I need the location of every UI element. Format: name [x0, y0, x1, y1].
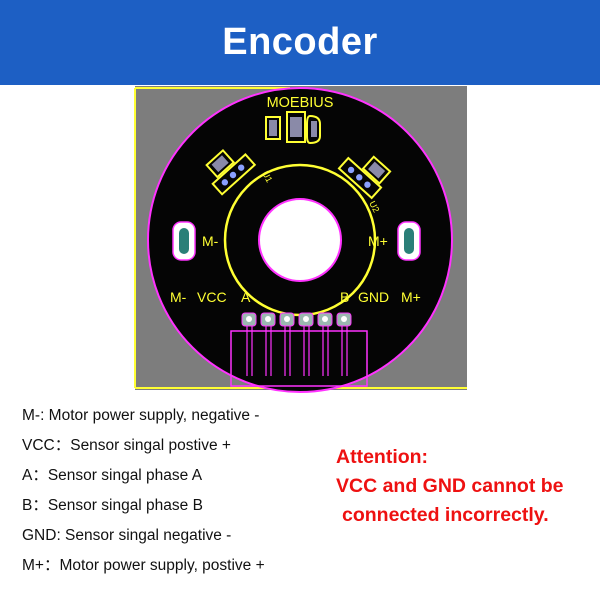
- pin-label-gnd: GND: [358, 289, 389, 305]
- legend-item-b: B：Sensor singal phase B: [22, 497, 203, 514]
- legend-item-gnd: GND: Sensor singal negative -: [22, 527, 232, 544]
- top-smd-component: [265, 111, 321, 145]
- motor-pos-label: M+: [368, 233, 388, 249]
- legend-item-a: A：Sensor singal phase A: [22, 467, 203, 484]
- connector-outline: [230, 330, 368, 387]
- pin-label-m-neg: M-: [170, 289, 187, 305]
- connector-pins: [241, 312, 352, 376]
- pin-label-vcc: VCC: [197, 289, 227, 305]
- u2-label: U2: [367, 199, 381, 214]
- u1-label: U1: [260, 169, 274, 184]
- center-hole: [258, 198, 342, 282]
- pin-label-m-pos: M+: [401, 289, 421, 305]
- attention-line-2: VCC and GND cannot be: [336, 475, 564, 497]
- title-banner: Encoder: [0, 0, 600, 85]
- pin-label-a: A: [241, 289, 251, 305]
- motor-neg-label: M-: [202, 233, 219, 249]
- page-title: Encoder: [222, 21, 378, 63]
- legend-item-vcc: VCC：Sensor singal postive +: [22, 437, 231, 454]
- hall-sensor-u2: [337, 155, 392, 200]
- pin-label-b: B: [340, 289, 349, 305]
- motor-neg-pad: [172, 221, 196, 261]
- legend-item-m-pos: M+：Motor power supply, postive +: [22, 557, 265, 574]
- pin-legend: M-: Motor power supply, negative - VCC：S…: [22, 404, 342, 584]
- hall-sensor-u1: [205, 148, 257, 196]
- brand-label: MOEBIUS: [267, 95, 334, 111]
- motor-pos-pad: [397, 221, 421, 261]
- attention-line-3: connected incorrectly.: [342, 504, 549, 526]
- legend-item-m-neg: M-: Motor power supply, negative -: [22, 407, 260, 424]
- attention-note: Attention: VCC and GND cannot be connect…: [336, 444, 564, 531]
- attention-heading: Attention:: [336, 446, 429, 468]
